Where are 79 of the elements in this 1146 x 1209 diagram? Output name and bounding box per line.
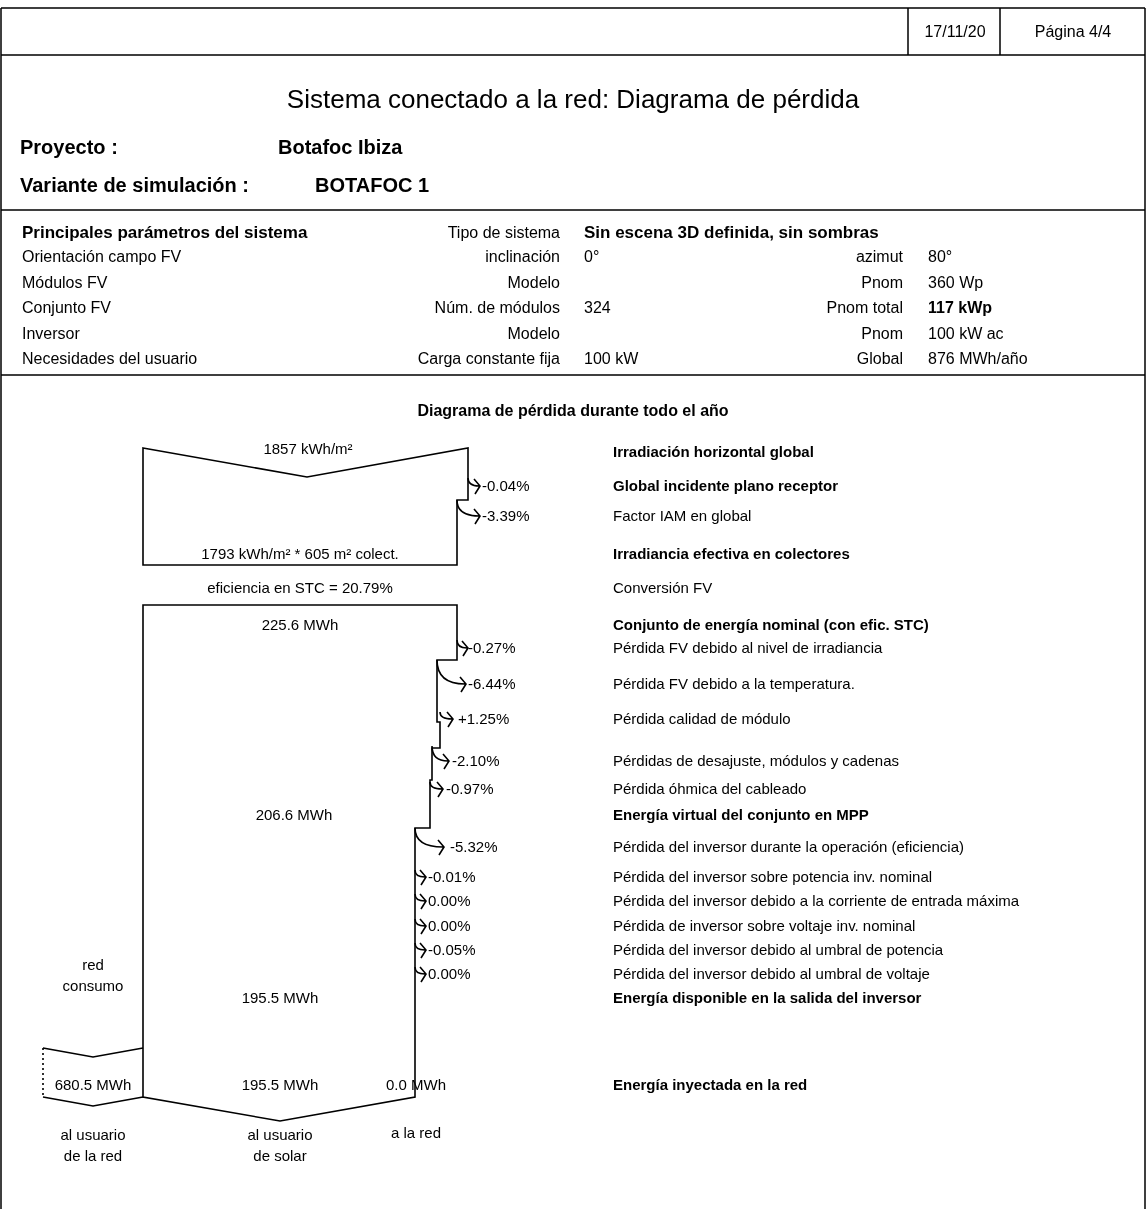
diagram-value: al usuario de la red (59, 1125, 127, 1166)
parameter-text: 0° (584, 247, 600, 267)
loss-description: Pérdida del inversor debido a la corriente de entrada máxima (613, 892, 1020, 910)
parameter-text: Necesidades del usuario (22, 349, 198, 369)
parameter-text: Tipo de sistema (447, 223, 560, 243)
parameter-text: Sin escena 3D definida, sin sombras (584, 222, 879, 244)
parameter-text: Global (856, 349, 903, 369)
diagram-value: -3.39% (482, 507, 530, 525)
parameter-text: azimut (855, 247, 903, 267)
diagram-value: -0.27% (468, 639, 516, 657)
parameter-text: 876 MWh/año (928, 349, 1028, 369)
loss-description: Pérdida óhmica del cableado (613, 780, 807, 798)
loss-description: Factor IAM en global (613, 507, 752, 525)
diagram-value: -6.44% (468, 675, 516, 693)
parameter-text: Conjunto FV (22, 298, 111, 318)
parameter-text: Carga constante fija (417, 349, 560, 369)
parameter-text: Módulos FV (22, 273, 108, 293)
loss-description: Pérdida del inversor debido al umbral de potencia (613, 941, 944, 959)
parameter-text: 360 Wp (928, 273, 984, 293)
diagram-value: 195.5 MWh (241, 989, 319, 1007)
loss-description: Energía virtual del conjunto en MPP (613, 806, 869, 824)
loss-description: Conversión FV (613, 579, 713, 597)
header-text: Página 4/4 (1034, 22, 1112, 42)
loss-description: Pérdida del inversor debido al umbral de voltaje (613, 965, 930, 983)
parameter-text: 117 kWp (928, 298, 993, 318)
loss-description: Pérdida FV debido a la temperatura. (613, 675, 855, 693)
diagram-value: -5.32% (450, 838, 498, 856)
section-heading: Diagrama de pérdida durante todo el año (417, 401, 729, 421)
loss-description: Global incidente plano receptor (613, 477, 839, 495)
diagram-value: 0.00% (428, 917, 471, 935)
page-title: Sistema conectado a la red: Diagrama de pérdida (286, 84, 860, 116)
diagram-value: 0.00% (428, 892, 471, 910)
loss-description: Irradiancia efectiva en colectores (613, 545, 850, 563)
loss-description: Irradiación horizontal global (613, 443, 814, 461)
project-info-text: Variante de simulación : (20, 173, 249, 197)
parameter-text: Pnom (861, 273, 903, 293)
project-info-text: BOTAFOC 1 (315, 173, 430, 197)
loss-description: Pérdida del inversor sobre potencia inv. nominal (613, 868, 933, 886)
diagram-value: 206.6 MWh (255, 806, 333, 824)
diagram-value: al usuario de solar (246, 1125, 314, 1166)
diagram-value: 0.00% (428, 965, 471, 983)
loss-description: Energía inyectada en la red (613, 1076, 808, 1094)
parameter-text: Pnom total (826, 298, 903, 318)
parameter-text: Modelo (507, 273, 560, 293)
parameter-text: 100 kW (584, 349, 639, 369)
diagram-value: 195.5 MWh (241, 1076, 319, 1094)
diagram-value: -0.01% (428, 868, 476, 886)
parameter-text: 100 kW ac (928, 324, 1004, 344)
diagram-value: eficiencia en STC = 20.79% (207, 579, 393, 597)
diagram-value: -0.04% (482, 477, 530, 495)
parameter-text: Núm. de módulos (434, 298, 560, 318)
parameter-text: Inversor (22, 324, 80, 344)
parameter-text: Orientación campo FV (22, 247, 182, 267)
diagram-value: -2.10% (452, 752, 500, 770)
header-text: 17/11/20 (924, 22, 986, 42)
loss-description: Pérdida calidad de módulo (613, 710, 791, 728)
loss-description: Energía disponible en la salida del inversor (613, 989, 922, 1007)
project-info-text: Proyecto : (20, 135, 118, 159)
loss-description: Pérdida FV debido al nivel de irradiancia (613, 639, 883, 657)
diagram-value: +1.25% (458, 710, 510, 728)
loss-description: Conjunto de energía nominal (con efic. STC) (613, 616, 929, 634)
diagram-value: -0.05% (428, 941, 476, 959)
diagram-value: 1793 kWh/m² * 605 m² colect. (201, 545, 399, 563)
diagram-value: a la red (391, 1124, 441, 1142)
diagram-value: 225.6 MWh (261, 616, 339, 634)
project-info-text: Botafoc Ibiza (278, 135, 403, 159)
parameter-text: inclinación (485, 247, 560, 267)
diagram-value: red consumo (61, 955, 125, 996)
loss-description: Pérdida del inversor durante la operación (eficiencia) (613, 838, 965, 856)
parameter-text: 80° (928, 247, 953, 267)
loss-description: Pérdida de inversor sobre voltaje inv. nominal (613, 917, 916, 935)
parameter-text: 324 (584, 298, 611, 318)
parameter-text: Principales parámetros del sistema (22, 222, 308, 244)
diagram-value: 680.5 MWh (54, 1076, 132, 1094)
parameter-text: Modelo (507, 324, 560, 344)
diagram-value: 1857 kWh/m² (263, 440, 353, 458)
diagram-value: -0.97% (446, 780, 494, 798)
loss-description: Pérdidas de desajuste, módulos y cadenas (613, 752, 899, 770)
parameter-text: Pnom (861, 324, 903, 344)
